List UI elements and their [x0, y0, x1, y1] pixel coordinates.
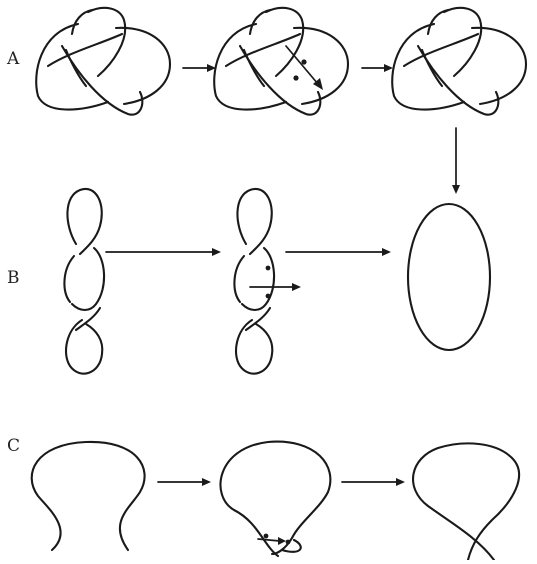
arrow-c-2	[341, 478, 405, 486]
row-label-c: C	[7, 436, 21, 456]
arrow-b-1	[105, 248, 221, 256]
arrow-a-2	[361, 64, 393, 72]
crossing-change-arrow-b	[249, 265, 301, 299]
neck-curve-3	[412, 442, 521, 562]
crossing-change-arrow-a	[285, 45, 323, 90]
unknot-ellipse	[406, 202, 492, 352]
trefoil-knot-1	[35, 6, 172, 116]
trefoil-knot-2	[213, 6, 350, 116]
neck-curve-2	[219, 440, 332, 558]
arrow-a-1	[182, 64, 216, 72]
twisted-loop-1	[63, 187, 106, 375]
twisted-loop-2	[233, 187, 276, 375]
crossing-change-marks-c	[257, 533, 291, 545]
arrow-b-2	[285, 248, 391, 256]
row-label-b: B	[7, 268, 20, 288]
row-label-a: A	[7, 49, 20, 69]
trefoil-knot-3	[391, 6, 528, 116]
neck-curve-1	[30, 440, 146, 552]
arrow-down-a	[452, 127, 460, 194]
arrow-c-1	[157, 478, 211, 486]
